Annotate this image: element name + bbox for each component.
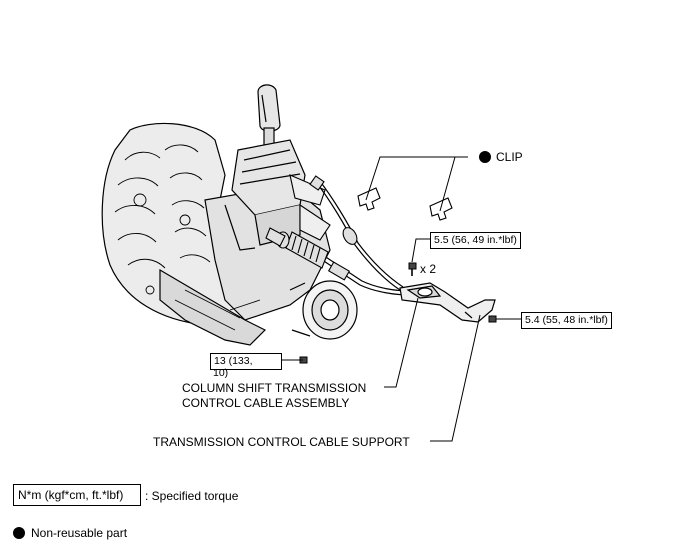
cable-assembly-label-line1: COLUMN SHIFT TRANSMISSION xyxy=(182,381,367,395)
torque-box-transmission-nut: 13 (133, xyxy=(210,353,282,370)
torque-box-support-nut: 5.4 (55, 48 in.*lbf) xyxy=(521,312,612,329)
shift-lever xyxy=(224,84,306,251)
filled-circle-icon xyxy=(13,527,25,539)
cable-support-bracket xyxy=(399,282,496,323)
clip-label: CLIP xyxy=(496,150,523,164)
cable-assembly-label-line2: CONTROL CABLE ASSEMBLY xyxy=(182,396,350,410)
housing-ribs xyxy=(114,144,261,331)
shift-linkage xyxy=(289,174,331,241)
bolt-quantity-label: x 2 xyxy=(420,262,437,276)
cable-fittings xyxy=(265,175,358,281)
legend-torque-unit-desc: : Specified torque xyxy=(145,489,239,503)
legend-non-reusable-desc: Non-reusable part xyxy=(31,526,128,540)
nut-support xyxy=(488,315,497,323)
leader-lines xyxy=(282,156,521,442)
torque-box-cable-bolt: 5.5 (56, 49 in.*lbf) xyxy=(430,232,521,249)
torque-transmission-line2: 10) xyxy=(213,367,229,379)
output-flange xyxy=(289,280,358,340)
torque-transmission-line1: 13 (133, xyxy=(214,355,253,367)
clip-left xyxy=(357,187,381,211)
non-reusable-marker-clip xyxy=(479,151,491,163)
legend-torque-unit-box: N*m (kgf*cm, ft.*lbf) xyxy=(13,484,141,506)
cable-support-label: TRANSMISSION CONTROL CABLE SUPPORT xyxy=(153,435,410,449)
bolt-cable xyxy=(408,262,417,276)
